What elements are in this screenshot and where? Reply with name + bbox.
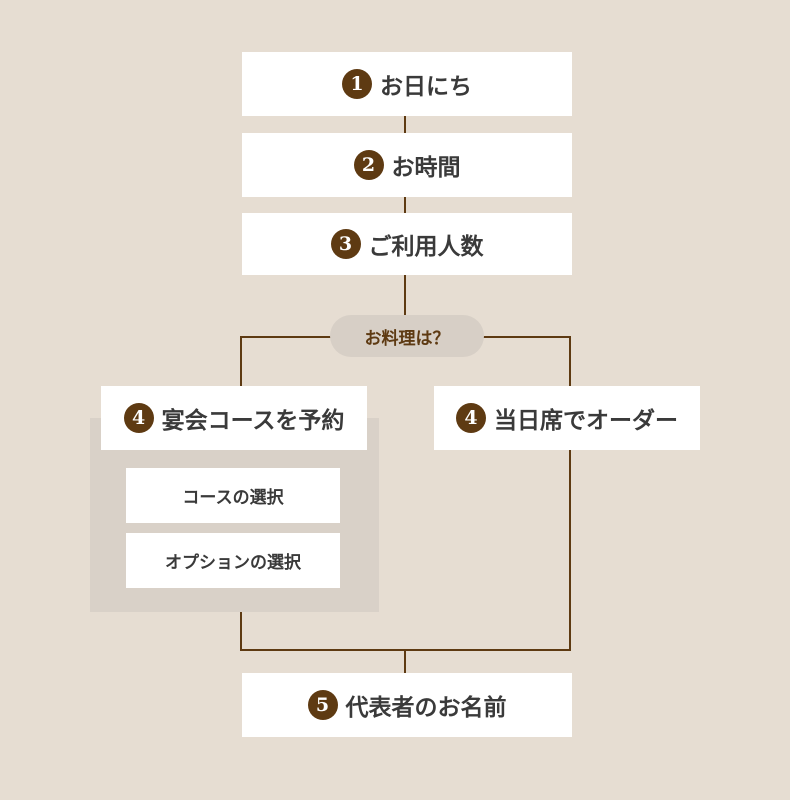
connector-merge-final xyxy=(404,649,406,673)
step-label: 代表者のお名前 xyxy=(345,695,507,721)
step-label: お日にち xyxy=(380,74,472,100)
connector-right-branch-down xyxy=(569,450,571,651)
step-number-badge: 4 xyxy=(123,403,154,433)
step-label: 宴会コースを予約 xyxy=(161,408,345,434)
step-number-badge: 1 xyxy=(342,69,372,99)
step-banquet-course: 4 宴会コースを予約 xyxy=(101,386,367,450)
sub-step-label: コースの選択 xyxy=(182,488,284,508)
step-number-badge: 4 xyxy=(456,403,486,433)
connector-decision-right-vertical xyxy=(569,336,571,387)
connector-step3-decision xyxy=(404,275,406,316)
sub-step-option-selection: オプションの選択 xyxy=(126,533,340,588)
connector-decision-right-horizontal xyxy=(483,336,571,338)
step-same-day-order: 4 当日席でオーダー xyxy=(434,386,700,450)
connector-decision-left-horizontal xyxy=(240,336,331,338)
step-label: ご利用人数 xyxy=(368,234,484,260)
decision-meal-choice: お料理は？ xyxy=(330,315,484,357)
step-date: 1 お日にち xyxy=(242,52,572,116)
step-time: 2 お時間 xyxy=(242,133,572,197)
step-representative-name: 5 代表者のお名前 xyxy=(242,673,572,737)
decision-label: お料理は？ xyxy=(364,328,450,349)
step-label: 当日席でオーダー xyxy=(494,408,678,434)
sub-step-label: オプションの選択 xyxy=(165,553,301,573)
connector-left-branch-down xyxy=(240,611,242,651)
connector-step1-step2 xyxy=(404,116,406,133)
step-number-badge: 2 xyxy=(353,150,384,180)
step-number-badge: 3 xyxy=(330,229,361,259)
sub-step-course-selection: コースの選択 xyxy=(126,468,340,523)
connector-decision-left-vertical xyxy=(240,336,242,387)
step-party-size: 3 ご利用人数 xyxy=(242,213,572,275)
connector-step2-step3 xyxy=(404,197,406,214)
step-label: お時間 xyxy=(391,155,461,181)
step-number-badge: 5 xyxy=(307,690,338,720)
